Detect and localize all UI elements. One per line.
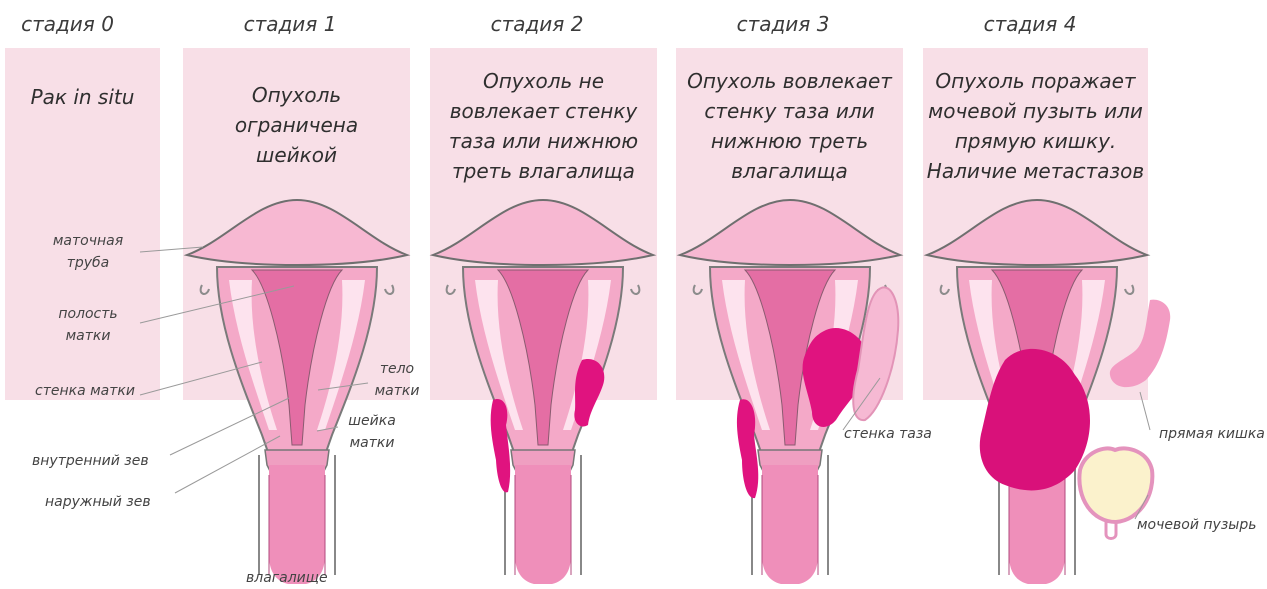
label-uterine-cavity: полость матки xyxy=(38,303,138,347)
label-uterine-wall: стенка матки xyxy=(35,380,135,402)
label-pelvic-wall: стенка таза xyxy=(844,423,932,445)
tumor-stage-2-right xyxy=(574,359,604,426)
label-internal-os: внутренний зев xyxy=(32,450,149,472)
label-bladder: мочевой пузырь xyxy=(1137,514,1256,536)
bladder xyxy=(1079,448,1152,522)
label-uterus-body: тело матки xyxy=(362,358,432,402)
label-external-os: наружный зев xyxy=(45,491,151,513)
label-cervix: шейка матки xyxy=(337,410,407,454)
rectum xyxy=(1110,300,1170,388)
label-fallopian-tube: маточная труба xyxy=(38,230,138,274)
tumor-stage-2-left xyxy=(491,399,510,492)
uterus-stage-2 xyxy=(433,200,653,584)
label-rectum: прямая кишка xyxy=(1159,423,1265,445)
label-vagina: влагалище xyxy=(246,567,328,589)
